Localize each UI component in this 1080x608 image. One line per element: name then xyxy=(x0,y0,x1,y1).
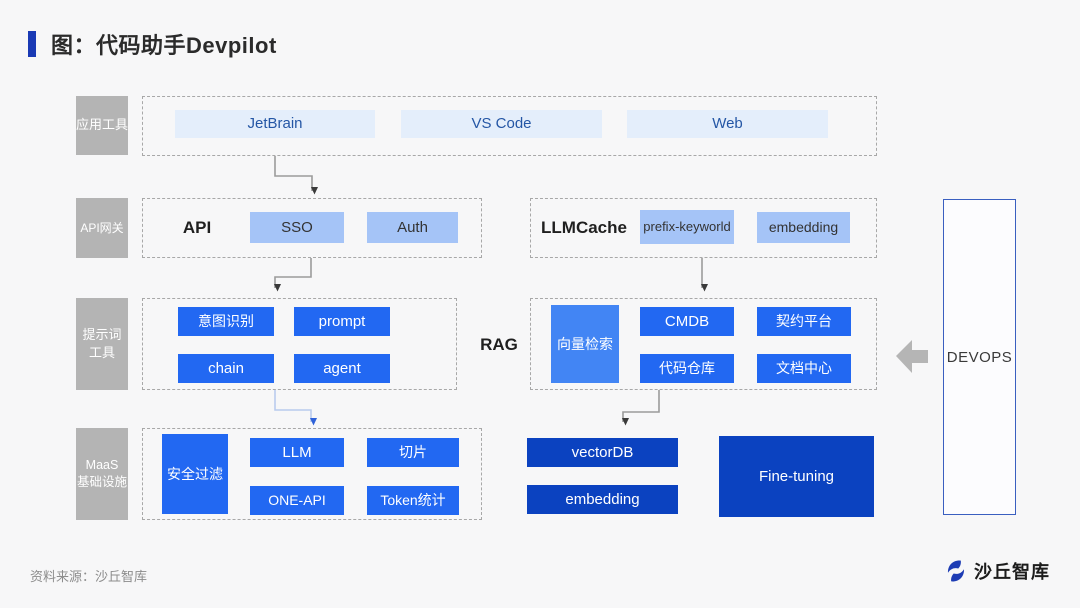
maas-llm: LLM xyxy=(250,438,344,467)
rag-source-doc-center: 文档中心 xyxy=(757,354,851,383)
fine-tuning-box: Fine-tuning xyxy=(719,436,874,517)
maas-token-stats: Token统计 xyxy=(367,486,459,515)
maas-group xyxy=(142,428,482,520)
llm-cache-title: LLMCache xyxy=(541,218,627,237)
api-chip-auth: Auth xyxy=(367,212,458,243)
api-chip-sso: SSO xyxy=(250,212,344,243)
store-embedding: embedding xyxy=(527,485,678,514)
cache-chip-prefix-keyworld: prefix-keyworld xyxy=(640,210,734,244)
maas-security-filter: 安全过滤 xyxy=(162,434,228,514)
page-title: 图：代码助手Devpilot xyxy=(51,33,277,58)
brand-logo: 沙丘智库 xyxy=(944,558,1050,584)
rag-vector-search: 向量检索 xyxy=(551,305,619,383)
prompt-tools-group xyxy=(142,298,457,390)
api-gateway-title: API xyxy=(182,218,212,237)
rag-source-code-repo: 代码仓库 xyxy=(640,354,734,383)
rag-label: RAG xyxy=(480,335,518,354)
maas-slicing: 切片 xyxy=(367,438,459,467)
devops-box: DEVOPS xyxy=(943,199,1016,515)
row-label-prompt-tools: 提示词 工具 xyxy=(76,298,128,390)
brand-s-icon xyxy=(947,560,965,582)
rag-source-contract-platform: 契约平台 xyxy=(757,307,851,336)
api-gateway-group xyxy=(142,198,482,258)
app-tools-group xyxy=(142,96,877,156)
row-label-api-gateway: API网关 xyxy=(76,198,128,258)
app-tool-web: Web xyxy=(627,110,828,138)
maas-one-api: ONE-API xyxy=(250,486,344,515)
app-tool-vscode: VS Code xyxy=(401,110,602,138)
rag-source-cmdb: CMDB xyxy=(640,307,734,336)
source-note: 资料来源：沙丘智库 xyxy=(30,569,148,584)
arrow-api-to-prompttools xyxy=(274,258,312,292)
devops-left-arrow-icon xyxy=(896,340,928,373)
title-accent-bar xyxy=(28,31,36,57)
rag-group xyxy=(530,298,877,390)
prompt-tool-prompt: prompt xyxy=(294,307,390,336)
row-label-app-tools: 应用工具 xyxy=(76,96,128,155)
page-header: 图：代码助手Devpilot xyxy=(28,28,277,60)
arrow-apptools-to-api xyxy=(274,156,318,195)
row-label-maas: MaaS 基础设施 xyxy=(76,428,128,520)
arrow-prompttools-to-maas xyxy=(274,390,317,426)
prompt-tool-agent: agent xyxy=(294,354,390,383)
store-vectordb: vectorDB xyxy=(527,438,678,467)
arrow-rag-to-vectordb xyxy=(622,390,660,426)
prompt-tool-intent: 意图识别 xyxy=(178,307,274,336)
cache-chip-embedding: embedding xyxy=(757,212,850,243)
prompt-tool-chain: chain xyxy=(178,354,274,383)
brand-name: 沙丘智库 xyxy=(974,562,1050,582)
app-tool-jetbrain: JetBrain xyxy=(175,110,375,138)
llm-cache-group xyxy=(530,198,877,258)
